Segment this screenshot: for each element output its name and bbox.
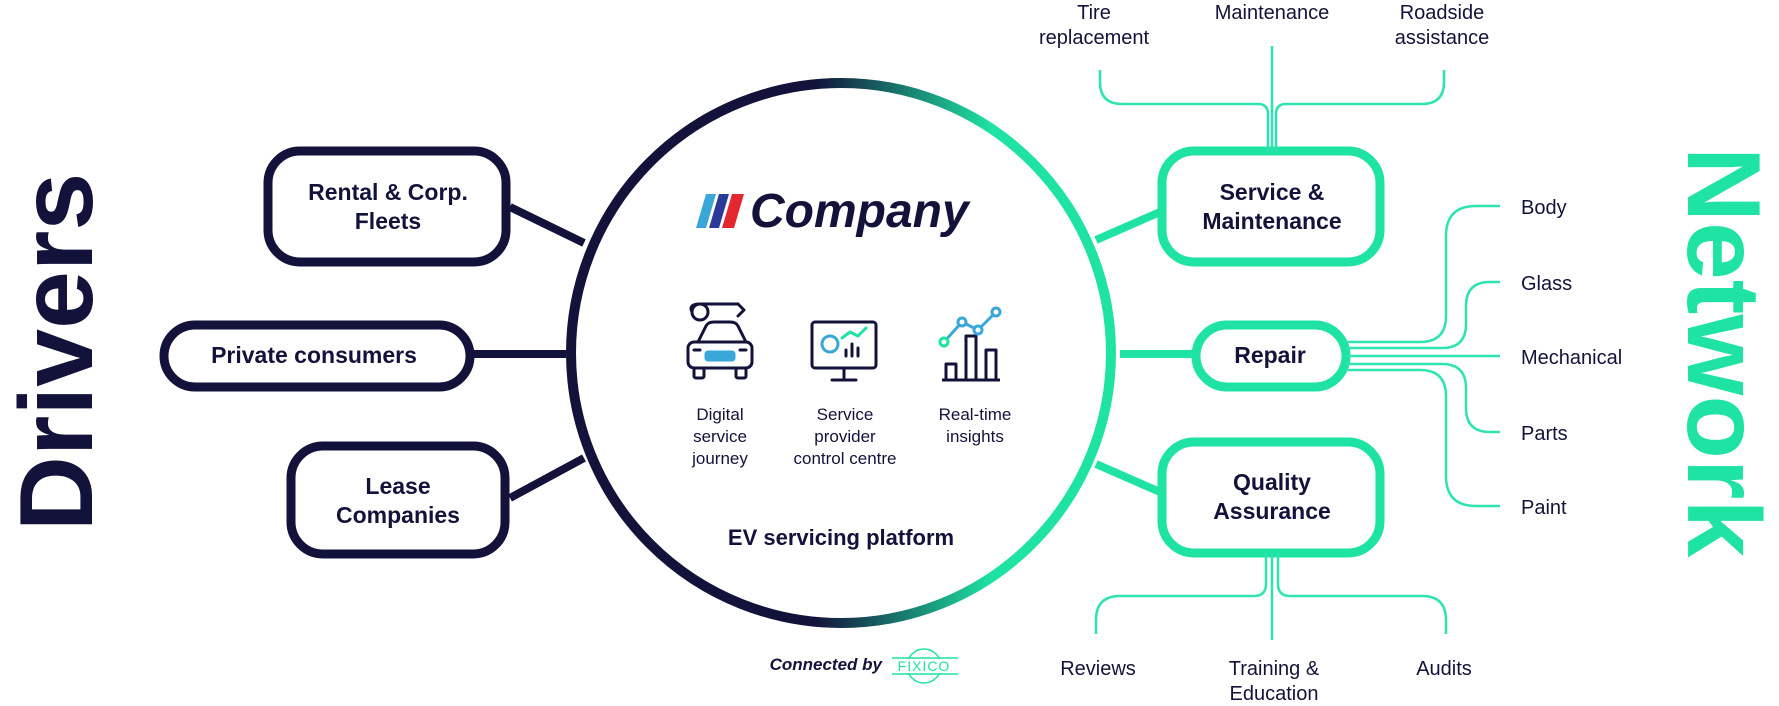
- svg-text:Quality: Quality: [1233, 469, 1311, 495]
- car-wrench-icon: [686, 302, 754, 380]
- driver-box-label: Fleets: [355, 208, 421, 234]
- svg-text:Rental & Corp.: Rental & Corp.: [308, 179, 468, 205]
- network-box-label: Assurance: [1213, 498, 1331, 524]
- svg-text:Training &: Training &: [1229, 658, 1320, 680]
- network-box-quality-assurance: Quality Assurance: [1157, 437, 1385, 558]
- svg-text:Fleets: Fleets: [355, 208, 421, 234]
- svg-text:Service &: Service &: [1220, 179, 1325, 205]
- network-box-service-maintenance: Service & Maintenance: [1157, 146, 1385, 267]
- svg-text:Roadside: Roadside: [1400, 2, 1485, 24]
- network-box-label: Quality: [1233, 469, 1311, 495]
- branch-label: Audits: [1416, 658, 1472, 680]
- svg-text:Education: Education: [1230, 683, 1319, 705]
- driver-box-label: Lease: [365, 473, 430, 499]
- fixico-logo-text: FIXICO: [898, 658, 951, 674]
- branch-label: Glass: [1521, 273, 1572, 295]
- company-logo: Company: [696, 185, 971, 238]
- feature-label: service: [693, 427, 747, 446]
- network-box-repair: Repair: [1191, 320, 1351, 392]
- network-connectors: [1094, 208, 1194, 496]
- svg-text:Reviews: Reviews: [1060, 658, 1136, 680]
- svg-text:Glass: Glass: [1521, 273, 1572, 295]
- svg-text:service: service: [693, 427, 747, 446]
- svg-text:Assurance: Assurance: [1213, 498, 1331, 524]
- svg-text:Service: Service: [817, 405, 874, 424]
- feature-real-time-insights: Real-time insights: [939, 405, 1012, 446]
- svg-text:control centre: control centre: [794, 449, 897, 468]
- bar-chart-trend-icon: [938, 306, 1002, 382]
- svg-text:Private consumers: Private consumers: [211, 342, 417, 368]
- network-side-label: Network: [1665, 147, 1779, 557]
- branch-label: Mechanical: [1521, 347, 1622, 369]
- feature-label: journey: [691, 449, 748, 468]
- svg-text:Body: Body: [1521, 197, 1567, 219]
- feature-control-centre: Service provider control centre: [794, 405, 897, 468]
- svg-text:Tire: Tire: [1077, 2, 1111, 24]
- branch-lines-repair: [1346, 204, 1500, 508]
- company-name: Company: [750, 185, 971, 238]
- branch-label: Roadside: [1400, 2, 1485, 24]
- branch-label: Tire: [1077, 2, 1111, 24]
- svg-text:Repair: Repair: [1234, 342, 1306, 368]
- branch-lines-quality: [1094, 553, 1448, 640]
- connected-by-footer: Connected by FIXICO: [770, 648, 958, 684]
- monitor-dashboard-icon: [810, 320, 878, 382]
- feature-digital-service-journey: Digital service journey: [691, 405, 748, 468]
- branch-label: Training &: [1229, 658, 1320, 680]
- svg-text:Parts: Parts: [1521, 423, 1568, 445]
- branch-label: Paint: [1521, 497, 1567, 519]
- platform-title: EV servicing platform: [728, 525, 954, 550]
- fixico-logo: FIXICO: [892, 648, 958, 684]
- svg-text:Companies: Companies: [336, 502, 460, 528]
- driver-box-private-consumers: Private consumers: [159, 320, 475, 392]
- branch-label: Education: [1230, 683, 1319, 705]
- svg-text:Mechanical: Mechanical: [1521, 347, 1622, 369]
- driver-box-label: Private consumers: [211, 342, 417, 368]
- driver-box-lease-companies: Lease Companies: [286, 441, 510, 559]
- driver-box-label: Rental & Corp.: [308, 179, 468, 205]
- network-box-label: Service &: [1220, 179, 1325, 205]
- svg-text:Paint: Paint: [1521, 497, 1567, 519]
- network-box-label: Repair: [1234, 342, 1306, 368]
- svg-text:Maintenance: Maintenance: [1215, 2, 1330, 24]
- svg-text:Maintenance: Maintenance: [1202, 208, 1341, 234]
- branch-label: Body: [1521, 197, 1567, 219]
- branch-label: Reviews: [1060, 658, 1136, 680]
- branch-label: Maintenance: [1215, 2, 1330, 24]
- feature-label: provider: [814, 427, 876, 446]
- svg-text:Lease: Lease: [365, 473, 430, 499]
- branch-label: replacement: [1039, 27, 1150, 49]
- drivers-side-label: Drivers: [0, 173, 115, 531]
- svg-text:Audits: Audits: [1416, 658, 1472, 680]
- connected-by-text: Connected by: [770, 655, 884, 674]
- branch-label: assistance: [1395, 27, 1490, 49]
- svg-text:replacement: replacement: [1039, 27, 1150, 49]
- feature-label: insights: [946, 427, 1004, 446]
- three-slash-stripes-icon: [696, 194, 744, 228]
- branch-lines-service: [1098, 46, 1446, 151]
- feature-label: Digital: [696, 405, 743, 424]
- svg-text:insights: insights: [946, 427, 1004, 446]
- driver-box-rental-fleets: Rental & Corp. Fleets: [263, 146, 511, 267]
- svg-text:Digital: Digital: [696, 405, 743, 424]
- svg-text:Real-time: Real-time: [939, 405, 1012, 424]
- driver-connectors: [470, 203, 586, 502]
- svg-text:assistance: assistance: [1395, 27, 1490, 49]
- branch-label: Parts: [1521, 423, 1568, 445]
- feature-label: Service: [817, 405, 874, 424]
- feature-label: control centre: [794, 449, 897, 468]
- network-box-label: Maintenance: [1202, 208, 1341, 234]
- svg-text:provider: provider: [814, 427, 876, 446]
- driver-box-label: Companies: [336, 502, 460, 528]
- feature-label: Real-time: [939, 405, 1012, 424]
- svg-text:journey: journey: [691, 449, 748, 468]
